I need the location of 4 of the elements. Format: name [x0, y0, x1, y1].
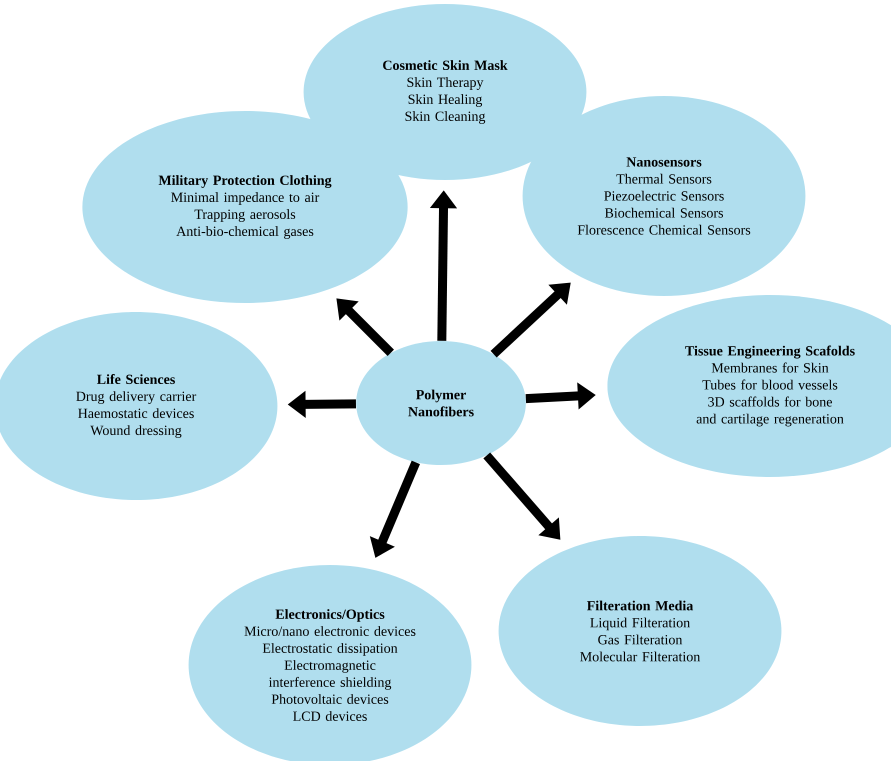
node-label: Skin Cleaning	[406, 111, 486, 124]
node-label: Skin Therapy	[407, 77, 484, 90]
node-label: Cosmetic Skin Mask	[383, 60, 508, 70]
node-label: Skin Healing	[408, 94, 482, 107]
